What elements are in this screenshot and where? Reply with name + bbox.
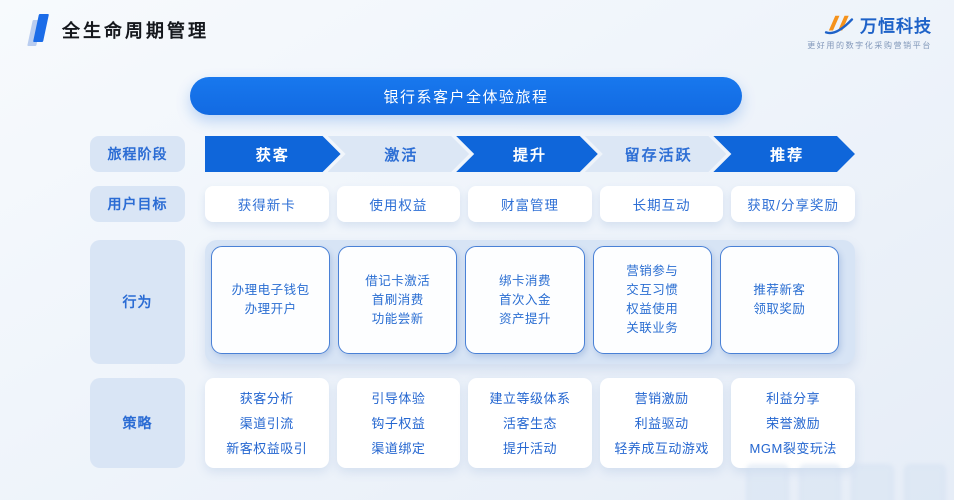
stage-chevron-refer: 推荐: [713, 136, 855, 172]
strategy-card: 营销激励 利益驱动 轻养成互动游戏: [599, 378, 724, 468]
goal-card: 财富管理: [468, 186, 592, 222]
strategy-card: 引导体验 钩子权益 渠道绑定: [336, 378, 461, 468]
behavior-card: 绑卡消费 首次入金 资产提升: [465, 246, 585, 354]
stage-chevron-grow: 提升: [456, 136, 598, 172]
goal-card: 使用权益: [336, 186, 461, 222]
strategy-card: 建立等级体系 活客生态 提升活动: [468, 378, 592, 468]
row-goals: 用户目标 获得新卡 使用权益 财富管理 长期互动 获取/分享奖励: [90, 186, 855, 222]
goal-card: 获得新卡: [205, 186, 329, 222]
stage-chevron-activate: 激活: [328, 136, 470, 172]
stages-row-label: 旅程阶段: [90, 136, 185, 172]
goal-card: 获取/分享奖励: [731, 186, 855, 222]
stage-chevron-retain: 留存活跃: [585, 136, 727, 172]
strategies-row-label: 策略: [90, 378, 185, 468]
stage-chevron-acquire: 获客: [205, 136, 341, 172]
stage-chevrons: 获客 激活 提升 留存活跃 推荐: [205, 136, 855, 172]
strategy-card: 获客分析 渠道引流 新客权益吸引: [205, 378, 329, 468]
row-stages: 旅程阶段 获客 激活 提升 留存活跃 推荐: [90, 136, 855, 172]
behavior-panel: 办理电子钱包 办理开户 借记卡激活 首刷消费 功能尝新 绑卡消费 首次入金 资产…: [205, 240, 855, 364]
header: 全生命周期管理: [27, 14, 209, 46]
page-title: 全生命周期管理: [62, 21, 209, 41]
behavior-card: 营销参与 交互习惯 权益使用 关联业务: [592, 246, 712, 354]
strategy-card: 利益分享 荣誉激励 MGM裂变玩法: [731, 378, 855, 468]
journey-banner: 银行系客户全体验旅程: [190, 77, 742, 115]
row-behaviors: 行为 办理电子钱包 办理开户 借记卡激活 首刷消费 功能尝新 绑卡消费 首次入金: [90, 240, 855, 364]
title-accent-bar-icon: [27, 14, 50, 46]
watermark: [746, 464, 946, 500]
behavior-card: 推荐新客 领取奖励: [719, 246, 839, 354]
behaviors-row-label: 行为: [90, 240, 185, 364]
logo-h-swoosh-icon: [824, 15, 854, 34]
behavior-card: 办理电子钱包 办理开户: [211, 246, 331, 354]
logo-tagline: 更好用的数字化采购营销平台: [807, 41, 932, 50]
goal-card: 长期互动: [599, 186, 724, 222]
behavior-card: 借记卡激活 首刷消费 功能尝新: [338, 246, 458, 354]
company-logo: 万恒科技 更好用的数字化采购营销平台: [807, 12, 932, 51]
row-strategies: 策略 获客分析 渠道引流 新客权益吸引 引导体验 钩子权益 渠道绑定 建立等级体…: [90, 378, 855, 468]
goals-row-label: 用户目标: [90, 186, 185, 222]
logo-name: 万恒科技: [860, 17, 932, 36]
